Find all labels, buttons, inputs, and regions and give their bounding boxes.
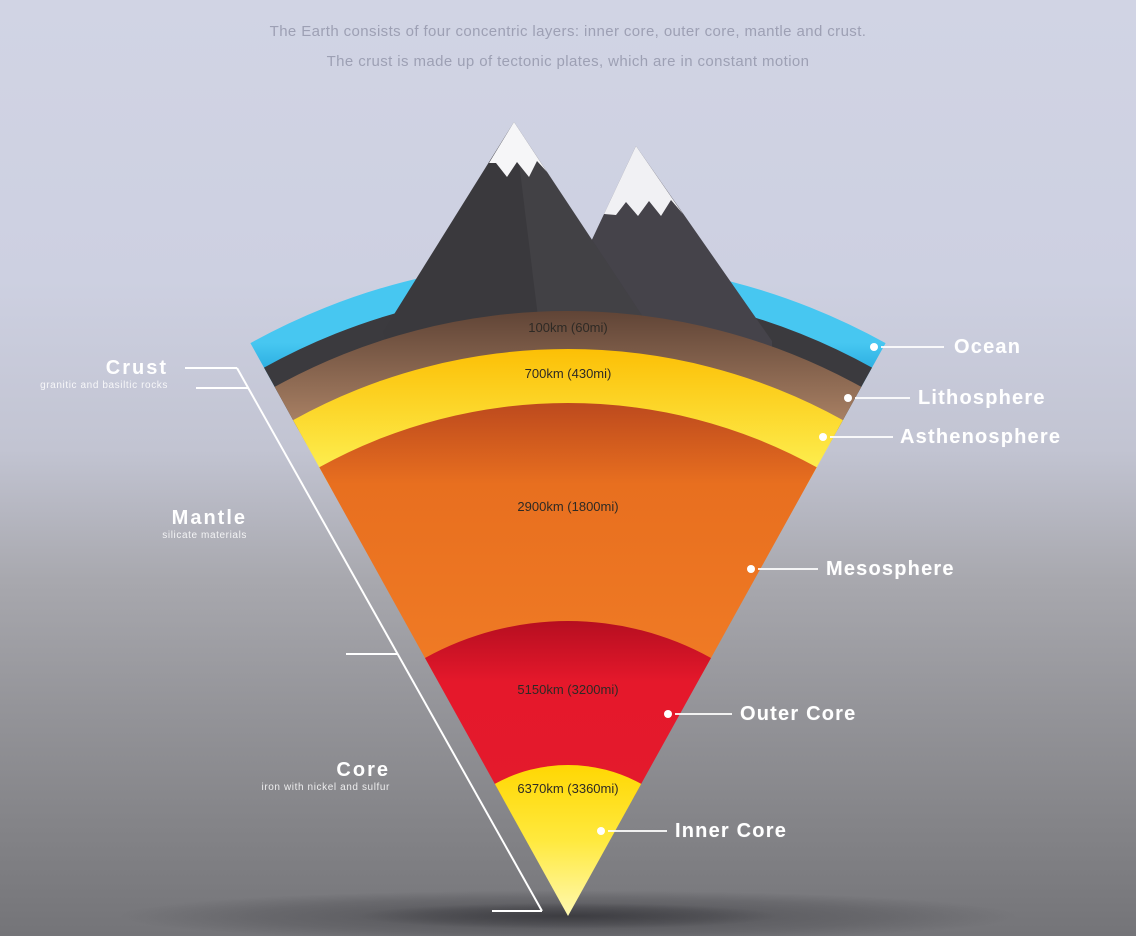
- header-caption-line1: The Earth consists of four concentric la…: [269, 23, 867, 40]
- leader-dot-inner-core: [597, 827, 605, 835]
- label-outer-core: Outer Core: [740, 703, 857, 725]
- label-mesosphere: Mesosphere: [826, 558, 955, 580]
- bracket-diagonal: [236, 367, 543, 912]
- lithosphere-layer: [274, 311, 862, 444]
- depth-marker-5150km: 5150km (3200mi): [517, 682, 619, 697]
- label-inner-core: Inner Core: [675, 820, 788, 842]
- label-core-title: Core: [336, 759, 390, 781]
- label-crust-title: Crust: [105, 357, 168, 379]
- depth-marker-100km: 100km (60mi): [528, 320, 608, 335]
- label-mantle-title: Mantle: [171, 507, 247, 529]
- label-ocean: Ocean: [954, 336, 1022, 358]
- depth-marker-6370km: 6370km (3360mi): [517, 781, 619, 796]
- mantle-layer: [319, 402, 817, 676]
- left-bracket: [185, 367, 543, 912]
- label-asthenosphere: Asthenosphere: [900, 426, 1062, 448]
- depth-marker-700km: 700km (430mi): [524, 366, 612, 381]
- leader-dot-asthenosphere: [819, 433, 827, 441]
- label-crust-subtitle: granitic and basiltic rocks: [40, 380, 168, 391]
- snow-cap-left-icon: [489, 122, 547, 177]
- header-caption-line2: The crust is made up of tectonic plates,…: [326, 53, 810, 70]
- label-mantle-subtitle: silicate materials: [162, 530, 247, 541]
- mountain-left: [383, 122, 665, 374]
- label-core: Core iron with nickel and sulfur: [0, 760, 390, 793]
- depth-marker-2900km: 2900km (1800mi): [517, 499, 619, 514]
- leader-lines: [597, 343, 944, 835]
- label-core-subtitle: iron with nickel and sulfur: [261, 782, 390, 793]
- mountain-left-facet: [514, 122, 665, 374]
- leader-dot-lithosphere: [844, 394, 852, 402]
- snow-cap-right-icon: [604, 146, 683, 216]
- outer-core-layer: [425, 621, 711, 798]
- leader-dot-outer-core: [664, 710, 672, 718]
- label-crust: Crust granitic and basiltic rocks: [0, 358, 168, 391]
- leader-dot-mesosphere: [747, 565, 755, 573]
- inner-core-layer: [494, 764, 642, 916]
- label-mantle: Mantle silicate materials: [0, 508, 247, 541]
- leader-dot-ocean: [870, 343, 878, 351]
- label-lithosphere: Lithosphere: [918, 387, 1046, 409]
